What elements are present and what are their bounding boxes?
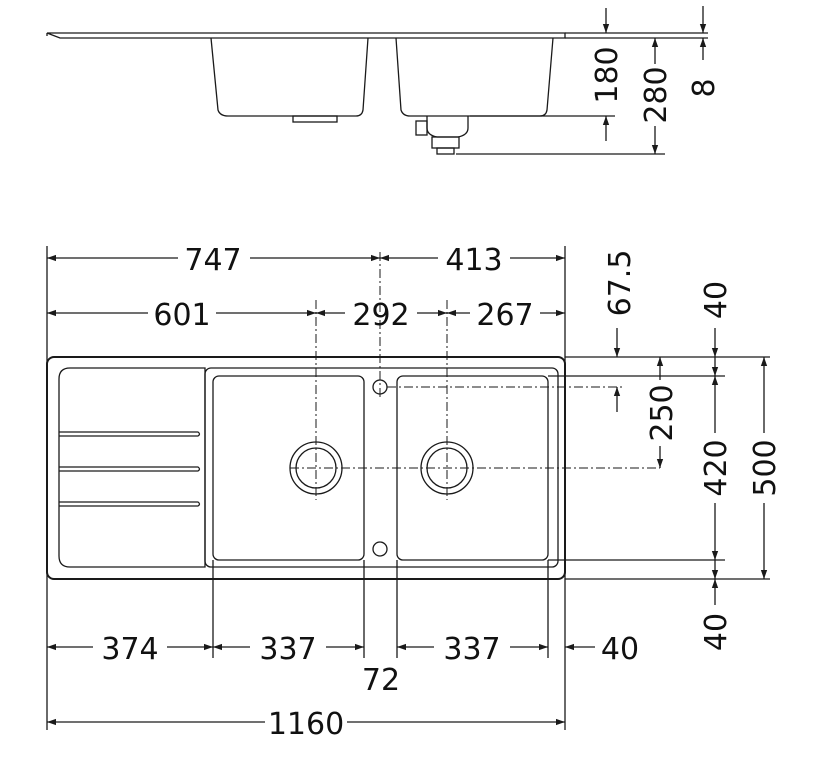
dimension-40-right-label: 40: [601, 632, 639, 667]
dimension-374: 374: [47, 632, 213, 667]
dimension-8: 8: [687, 6, 722, 98]
top-view: [46, 356, 566, 580]
dimension-72-label: 72: [362, 663, 400, 698]
dimension-747-label: 747: [184, 243, 241, 278]
dimension-8-label: 8: [687, 78, 722, 97]
dimension-420-label: 420: [699, 439, 734, 496]
dimension-40-top-label: 40: [699, 281, 734, 319]
dimension-40-bottom-label: 40: [699, 613, 734, 651]
dimension-67-5-label: 67.5: [603, 250, 638, 317]
dimension-40-right: 40: [565, 632, 639, 667]
dimension-420: 420: [699, 376, 734, 560]
dimension-500-label: 500: [748, 439, 783, 496]
dimension-250: 250: [645, 357, 680, 468]
dimension-337-right: 337: [397, 632, 548, 667]
dimension-67-5: 67.5: [603, 250, 638, 412]
dimension-40-bottom: 40: [699, 560, 734, 651]
dimension-250-label: 250: [645, 384, 680, 441]
dimension-374-label: 374: [101, 632, 158, 667]
dimension-72: 72: [362, 663, 400, 698]
dimension-267-label: 267: [476, 298, 533, 333]
dimension-413-label: 413: [445, 243, 502, 278]
dimension-292: 292: [316, 298, 447, 333]
dimension-601-label: 601: [153, 298, 210, 333]
dimension-337-right-label: 337: [443, 632, 500, 667]
dimension-747: 747: [47, 243, 380, 278]
dimension-180-label: 180: [590, 46, 625, 103]
centerlines: [290, 252, 660, 500]
dimension-292-label: 292: [352, 298, 409, 333]
dimension-337-left-label: 337: [259, 632, 316, 667]
dimension-1160-label: 1160: [268, 707, 344, 742]
dimension-40-top: 40: [699, 281, 734, 376]
dimension-500: 500: [748, 357, 783, 579]
dimension-267: 267: [447, 298, 565, 333]
dimension-180: 180: [590, 8, 625, 141]
dimension-337-left: 337: [213, 632, 364, 667]
side-view: [46, 32, 708, 155]
dimension-413: 413: [380, 243, 565, 278]
dimension-601: 601: [47, 298, 316, 333]
dimension-280: 280: [639, 38, 674, 154]
dimension-280-label: 280: [639, 66, 674, 123]
dimension-1160: 1160: [47, 707, 565, 742]
